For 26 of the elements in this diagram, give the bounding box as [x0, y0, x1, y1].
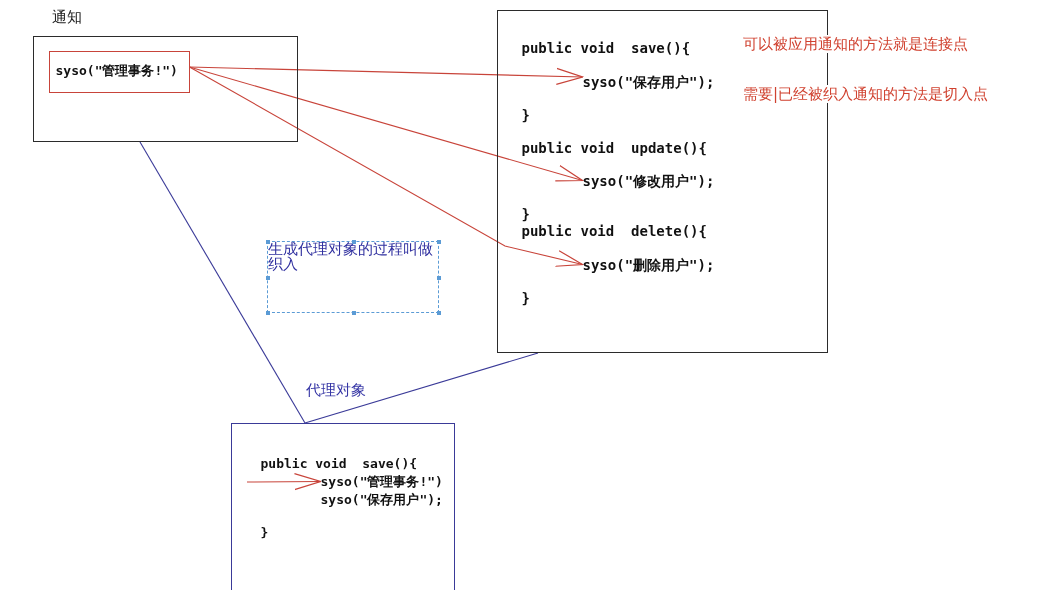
annotation-text: 可以被应用通知的方法就是连接点: [743, 35, 968, 53]
code-line: public void delete(){: [521, 222, 707, 239]
box-heading: 代理对象: [305, 380, 366, 399]
code-line: public void update(){: [521, 139, 707, 156]
connector-line: [139, 141, 306, 424]
code-line: syso("保存用户");: [582, 73, 715, 90]
code-line: }: [521, 205, 530, 222]
code-line: }: [521, 106, 530, 123]
code-line: public void save(){: [521, 39, 691, 56]
note-text: 生成代理对象的过程叫做织入: [268, 242, 434, 272]
arrow: [246, 473, 322, 491]
box-heading: 通知: [51, 7, 82, 26]
code-line: syso("管理事务!"): [55, 62, 178, 79]
arrow: [188, 66, 584, 85]
code-snippet-box: [48, 50, 190, 93]
code-line: syso("修改用户");: [582, 172, 715, 189]
connector-line: [304, 352, 539, 424]
code-line: public void save(){: [260, 455, 418, 472]
code-line: syso("删除用户");: [582, 256, 715, 273]
code-line: }: [260, 524, 269, 541]
annotation-text: 需要|已经被织入通知的方法是切入点: [743, 85, 989, 103]
code-line: syso("管理事务!"): [320, 473, 443, 490]
dashed-text-box: [267, 241, 439, 313]
arrow: [188, 66, 584, 267]
code-line: }: [521, 289, 530, 306]
code-line: syso("保存用户");: [320, 491, 443, 508]
